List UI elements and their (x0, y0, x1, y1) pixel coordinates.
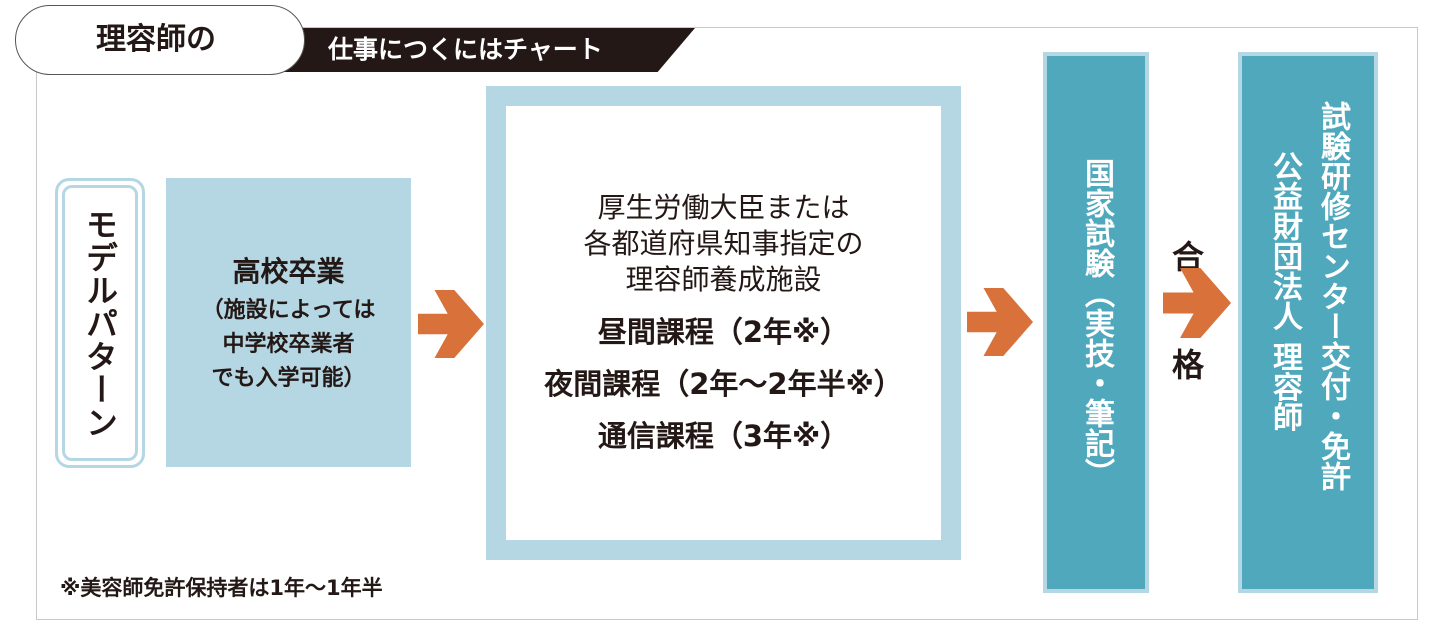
highschool-note: （施設によっては (201, 297, 376, 323)
pass-bottom: 格 (1172, 346, 1205, 384)
school-line: 厚生労働大臣または (597, 191, 850, 224)
course-correspondence: 通信課程（3年※） (597, 419, 850, 453)
model-pattern-label: モデルパターン (55, 178, 145, 468)
national-exam-box: 国家試験（実技・筆記） (1043, 52, 1149, 593)
course-night: 夜間課程（2年〜2年半※） (544, 367, 903, 401)
highschool-title: 高校卒業 (232, 254, 345, 288)
footnote: ※美容師免許保持者は1年〜1年半 (60, 576, 383, 600)
course-day: 昼間課程（2年※） (597, 315, 850, 349)
chart-frame (36, 27, 1418, 620)
training-school-box: 厚生労働大臣または 各都道府県知事指定の 理容師養成施設 昼間課程（2年※） 夜… (486, 86, 961, 560)
highschool-note: 中学校卒業者 (222, 331, 355, 357)
highschool-note: でも入学可能） (211, 365, 366, 391)
license-org: 公益財団法人 理容師 (1267, 151, 1302, 432)
title-banner: 仕事につくにはチャート (280, 28, 695, 72)
model-pattern-text: モデルパターン (81, 207, 119, 439)
school-line: 理容師養成施設 (625, 263, 822, 296)
school-line: 各都道府県知事指定の (583, 227, 864, 260)
license-box: 公益財団法人 理容師 試験研修センター交付・免許 (1238, 52, 1378, 593)
title-cloud: 理容師の (15, 5, 305, 75)
highschool-box: 高校卒業 （施設によっては 中学校卒業者 でも入学可能） (166, 178, 411, 467)
license-center: 試験研修センター交付・免許 (1315, 101, 1350, 491)
exam-text: 国家試験（実技・筆記） (1079, 157, 1114, 488)
